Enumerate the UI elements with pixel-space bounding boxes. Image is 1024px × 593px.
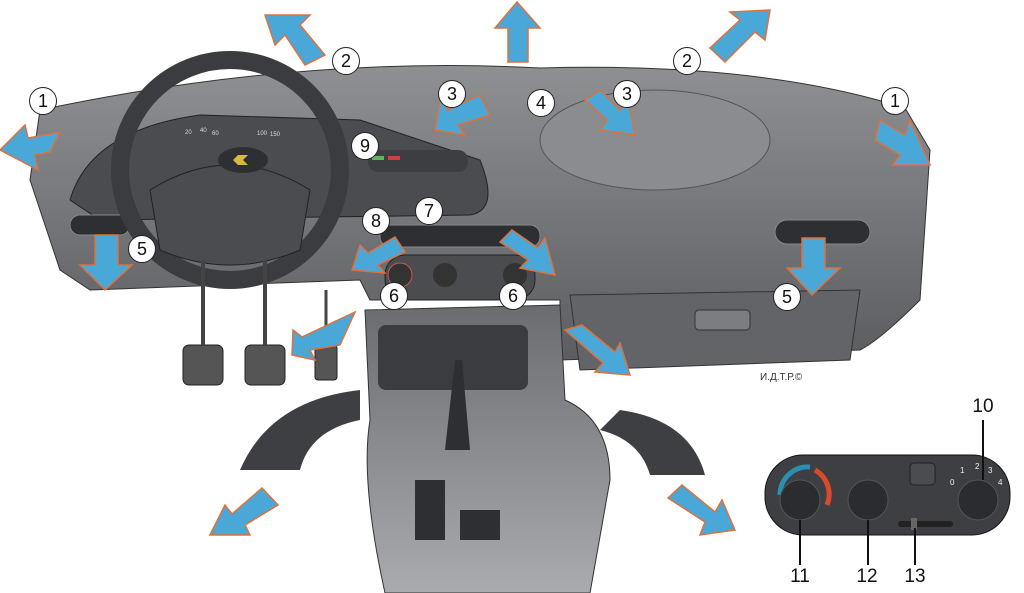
glovebox-handle bbox=[694, 309, 751, 331]
watermark: И.Д.Т.Р.© bbox=[760, 372, 803, 383]
callout-8: 8 bbox=[362, 207, 390, 235]
heater-control-detail bbox=[764, 420, 1011, 565]
cluster-mark: 100 bbox=[257, 131, 268, 137]
callout-5-left: 5 bbox=[128, 235, 156, 263]
heater-panel-small bbox=[384, 254, 536, 301]
arrow-icon bbox=[498, 229, 557, 276]
arrow-icon bbox=[493, 0, 542, 63]
arrow-icon bbox=[0, 123, 62, 172]
arrow-icon bbox=[208, 486, 280, 536]
brake-pedal bbox=[244, 344, 286, 386]
fan-scale-3: 3 bbox=[988, 466, 993, 475]
arrow-icon bbox=[263, 14, 327, 66]
left-floor-duct bbox=[240, 390, 360, 470]
cluster-mark: 60 bbox=[212, 131, 219, 137]
callout-3-left: 3 bbox=[438, 80, 466, 108]
gear-lever bbox=[445, 360, 470, 450]
clutch-pedal bbox=[182, 344, 224, 386]
steering-wheel bbox=[111, 51, 349, 289]
right-floor-duct bbox=[600, 410, 705, 475]
arrow-icon bbox=[78, 234, 134, 292]
label-11: 11 bbox=[790, 566, 810, 587]
switch-panel bbox=[368, 150, 468, 172]
cluster-mark: 150 bbox=[270, 132, 281, 138]
label-10: 10 bbox=[972, 396, 994, 417]
arrow-icon bbox=[785, 237, 842, 297]
arrow-icon bbox=[291, 310, 357, 362]
callout-7: 7 bbox=[415, 197, 443, 225]
left-lower-vent bbox=[69, 214, 131, 236]
label-12: 12 bbox=[856, 566, 878, 587]
cluster-mark: 20 bbox=[185, 130, 192, 136]
airbag-cover bbox=[539, 89, 771, 191]
callout-9: 9 bbox=[351, 132, 379, 160]
callout-2-left: 2 bbox=[332, 47, 360, 75]
arrow-icon bbox=[351, 235, 407, 274]
fan-scale-0: 0 bbox=[950, 478, 955, 487]
callout-5-right: 5 bbox=[773, 283, 801, 311]
callout-6-left: 6 bbox=[380, 282, 408, 310]
callout-1-left: 1 bbox=[29, 87, 57, 115]
airflow-arrows bbox=[0, 0, 932, 536]
callout-2-right: 2 bbox=[673, 47, 701, 75]
arrow-icon bbox=[563, 324, 632, 376]
callout-1-right: 1 bbox=[881, 87, 909, 115]
callout-3-right: 3 bbox=[613, 80, 641, 108]
arrow-icon bbox=[874, 117, 932, 166]
cluster-mark: 40 bbox=[200, 128, 207, 134]
arrow-icon bbox=[666, 484, 737, 536]
accelerator-pedal bbox=[314, 344, 338, 381]
fan-scale-1: 1 bbox=[960, 466, 965, 475]
fan-scale-2: 2 bbox=[975, 462, 980, 471]
callout-6-right: 6 bbox=[499, 282, 527, 310]
callout-4: 4 bbox=[527, 89, 555, 117]
label-13: 13 bbox=[904, 566, 926, 587]
arrow-icon bbox=[708, 9, 771, 64]
fan-scale-4: 4 bbox=[998, 478, 1003, 487]
